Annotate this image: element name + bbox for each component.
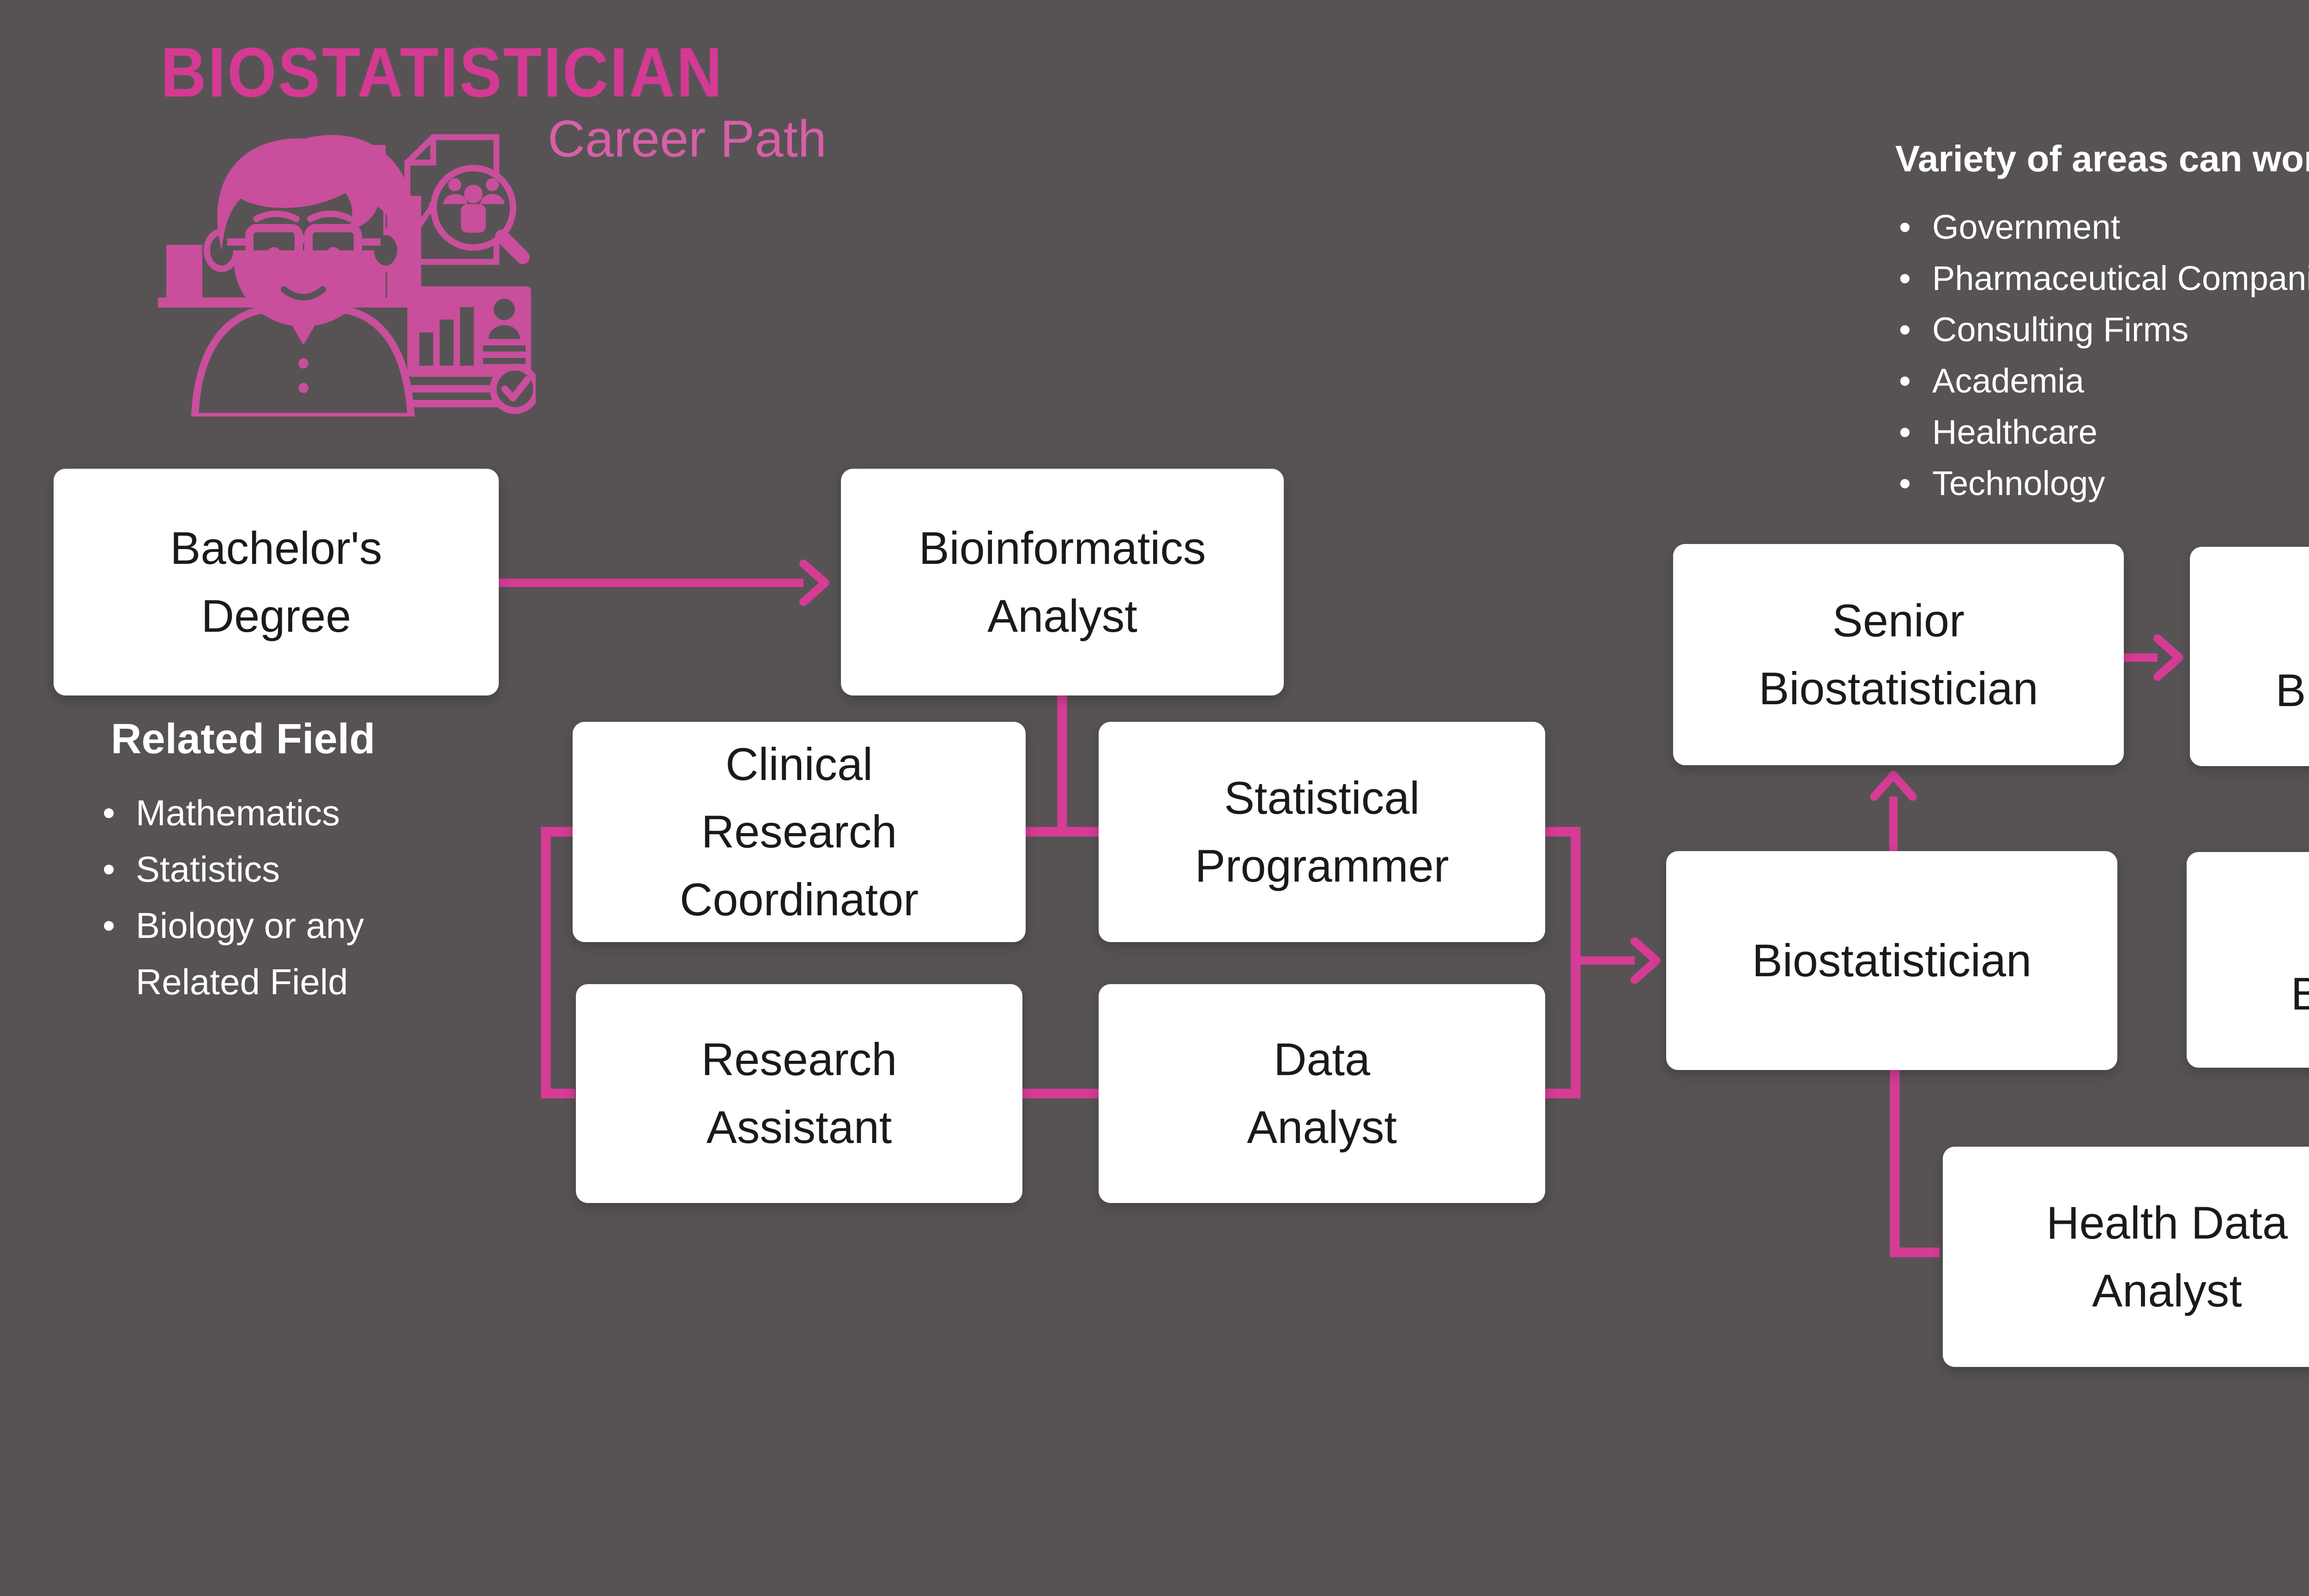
biostatistician-illustration-icon (158, 134, 536, 417)
related-field-item: Mathematics (99, 785, 404, 841)
node-principal-biostatistician: Principal Biostatistician (2190, 547, 2309, 766)
node-label: Statistical Programmer (1195, 772, 1449, 891)
node-senior-biostatistician: Senior Biostatistician (1673, 544, 2124, 765)
node-label: Research Assistant (701, 1034, 897, 1153)
node-health-data-analyst: Health Data Analyst (1943, 1147, 2309, 1367)
related-field-heading: Related Field (111, 715, 375, 762)
node-label: Director of Biostatistics (2291, 900, 2309, 1019)
node-label: Health Data Analyst (2046, 1197, 2288, 1316)
work-areas-heading: Variety of areas can work at: (1895, 138, 2309, 179)
work-area-item: Consulting Firms (1895, 304, 2309, 355)
related-field-list: Mathematics Statistics Biology or any Re… (99, 785, 404, 1010)
work-area-item: Government (1895, 201, 2309, 253)
work-area-item: Pharmaceutical Companies (1895, 253, 2309, 304)
connector-right-bracket-sp-da (1545, 827, 1581, 1099)
page-subtitle: Career Path (548, 110, 827, 168)
related-field-item: Statistics (99, 841, 404, 897)
work-area-item: Healthcare (1895, 406, 2309, 458)
report-magnifier-icon (404, 134, 530, 265)
analyst-person-icon (191, 135, 417, 417)
node-label: Bioinformatics Analyst (919, 522, 1206, 641)
node-label: Bachelor's Degree (170, 522, 382, 641)
stats-card-icon (407, 286, 536, 414)
related-field-section: Related Field Mathematics Statistics Bio… (99, 715, 404, 1010)
node-research-assistant: Research Assistant (576, 984, 1022, 1203)
related-field-item: Biology or any Related Field (99, 897, 404, 1010)
work-areas-section: Variety of areas can work at: Government… (1895, 138, 2309, 509)
node-label: Data Analyst (1247, 1034, 1397, 1153)
node-director-of-biostatistics: Director of Biostatistics (2187, 852, 2309, 1068)
work-area-item: Academia (1895, 355, 2309, 406)
page-title: BIOSTATISTICIAN (161, 33, 724, 112)
work-areas-list: Government Pharmaceutical Companies Cons… (1895, 201, 2309, 509)
connector-left-bracket-crc-ra (541, 827, 575, 1099)
node-statistical-programmer: Statistical Programmer (1099, 722, 1545, 942)
node-label: Senior Biostatistician (1759, 594, 2038, 714)
node-label: Principal Biostatistician (2275, 664, 2309, 716)
connector-bioinformatics-t-junction (1026, 695, 1099, 837)
node-biostatistician: Biostatistician (1666, 851, 2117, 1070)
node-clinical-research-coordinator: Clinical Research Coordinator (573, 722, 1026, 942)
node-bioinformatics-analyst: Bioinformatics Analyst (841, 469, 1284, 695)
connector-biostatistician-to-hda (1890, 1070, 1940, 1257)
node-bachelors-degree: Bachelor's Degree (54, 469, 499, 695)
node-label: Clinical Research Coordinator (679, 738, 919, 925)
node-label: Biostatistician (1752, 934, 2032, 986)
work-area-item: Technology (1895, 458, 2309, 509)
node-data-analyst: Data Analyst (1099, 984, 1545, 1203)
